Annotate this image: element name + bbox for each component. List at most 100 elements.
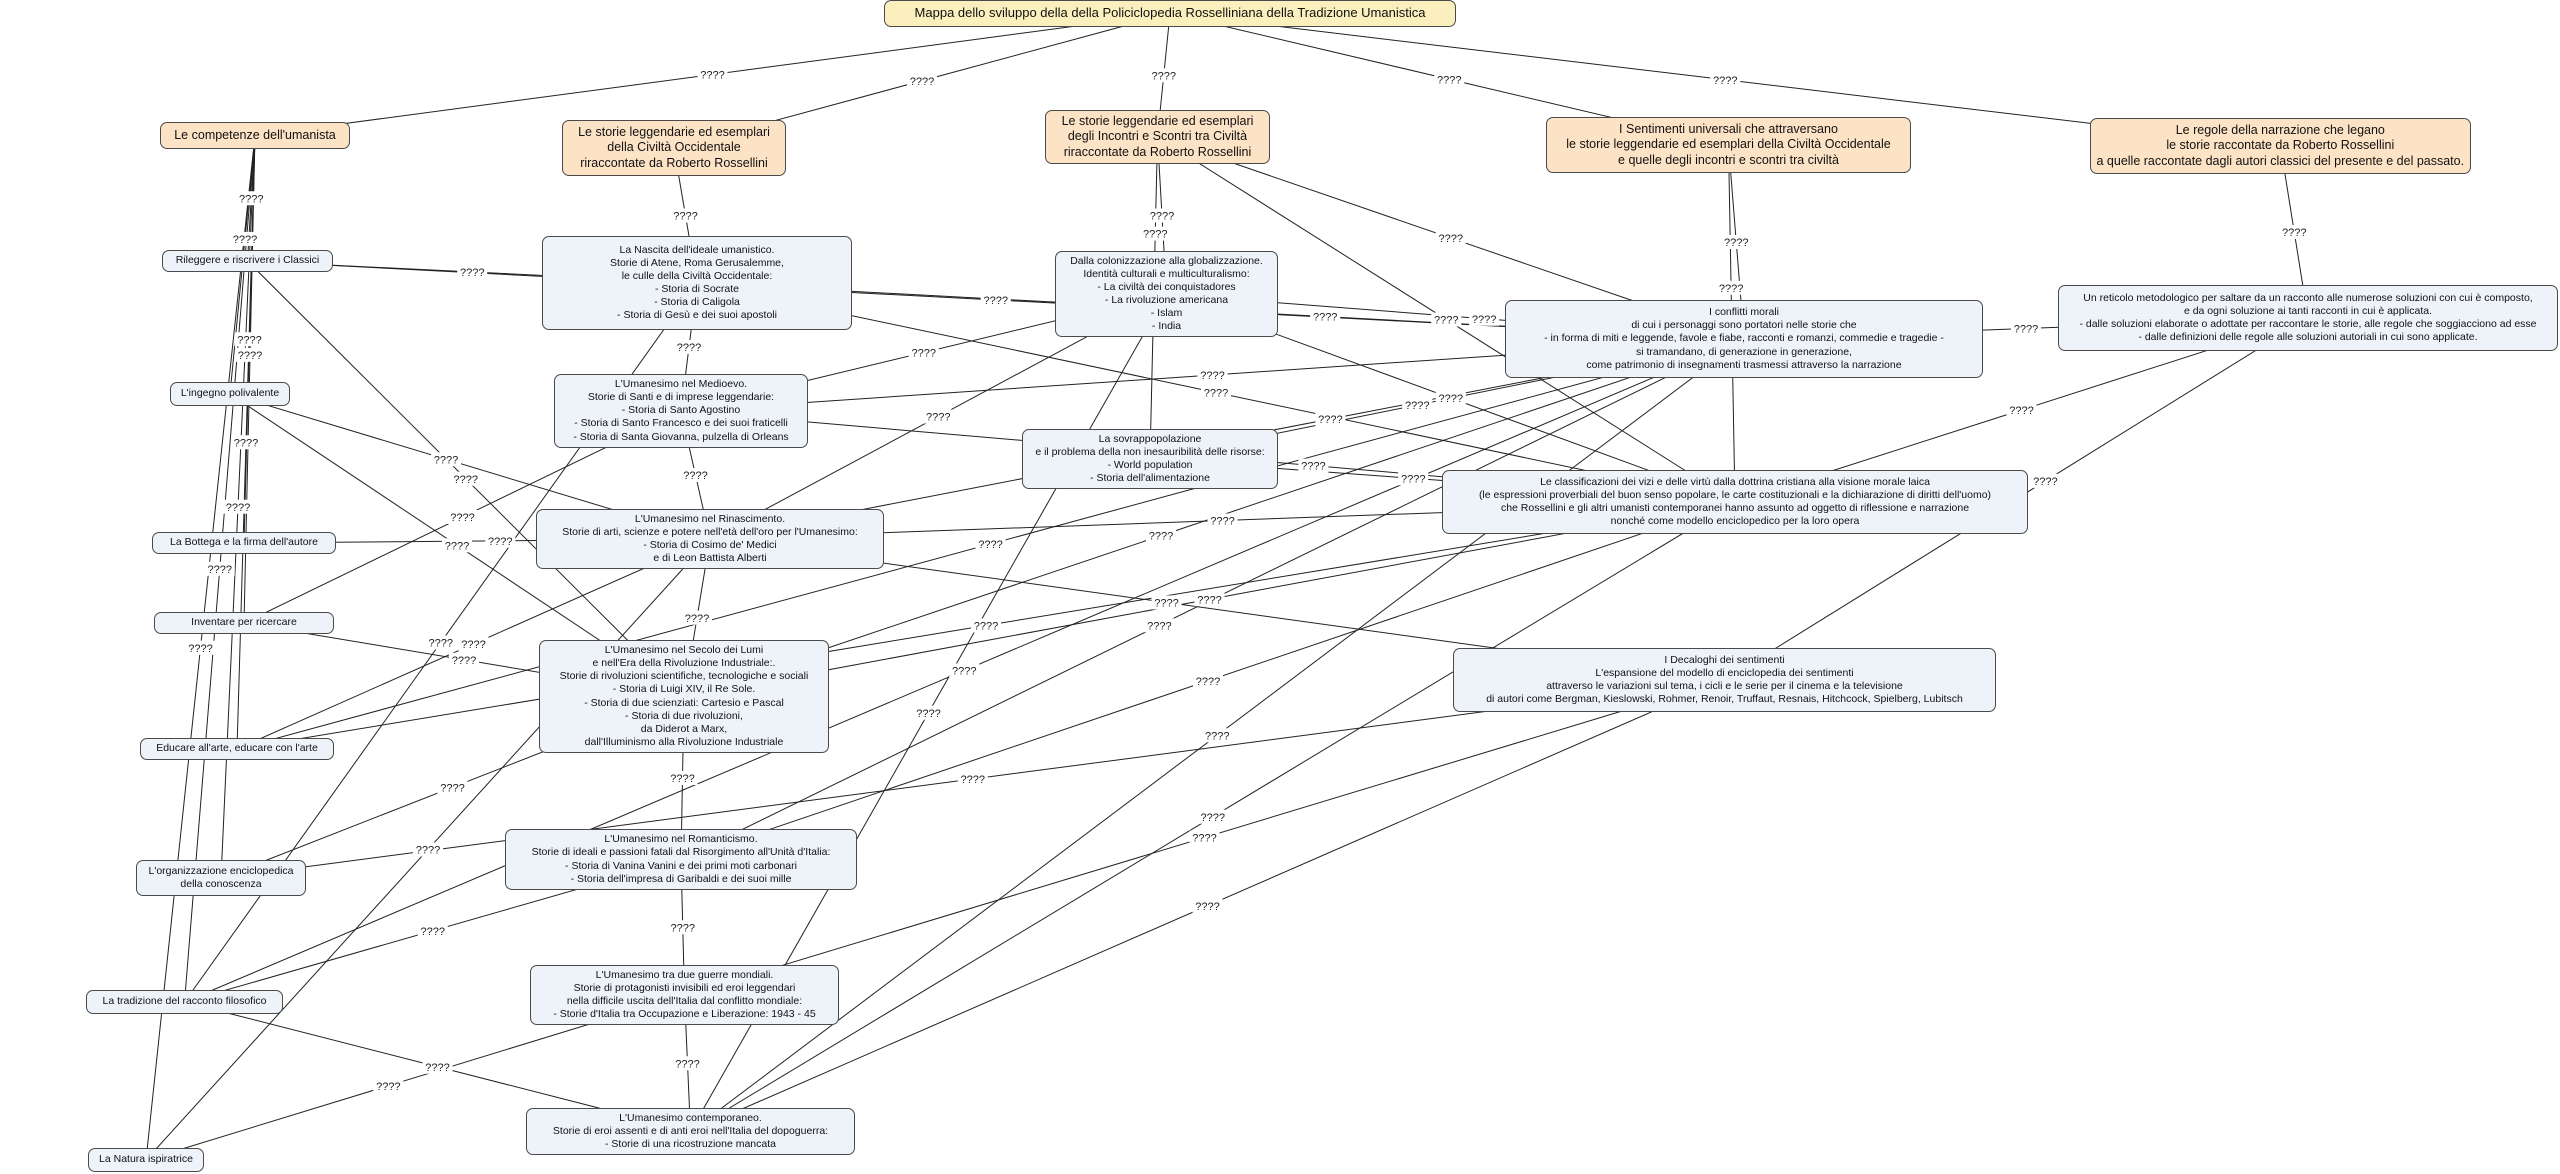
link-label[interactable]: ???? xyxy=(2033,476,2057,488)
link-label[interactable]: ???? xyxy=(1197,594,1221,606)
link-label-background xyxy=(670,208,701,223)
concept-node-lumi[interactable]: L'Umanesimo nel Secolo dei Lumi e nell'E… xyxy=(539,640,829,753)
concept-node-inventare[interactable]: Inventare per ricercare xyxy=(154,612,334,634)
concept-node-nascita[interactable]: La Nascita dell'ideale umanistico. Stori… xyxy=(542,236,852,330)
concept-node-guerre[interactable]: L'Umanesimo tra due guerre mondiali. Sto… xyxy=(530,964,839,1025)
link-label[interactable]: ???? xyxy=(208,564,232,576)
concept-node-organizz[interactable]: L'organizzazione enciclopedica della con… xyxy=(136,860,306,896)
concept-node-educare[interactable]: Educare all'arte, educare con l'arte xyxy=(140,738,334,760)
link-label[interactable]: ???? xyxy=(912,348,936,360)
concept-node-tradizione[interactable]: La tradizione del racconto filosofico xyxy=(86,990,283,1014)
link-label[interactable]: ???? xyxy=(2282,227,2306,239)
link-label[interactable]: ???? xyxy=(670,773,694,785)
link-label[interactable]: ???? xyxy=(673,211,697,223)
link-label[interactable]: ???? xyxy=(1149,531,1173,543)
link-label[interactable]: ???? xyxy=(461,639,485,651)
link-label[interactable]: ???? xyxy=(926,412,950,424)
link-label[interactable]: ???? xyxy=(1437,74,1461,86)
link-label[interactable]: ???? xyxy=(1210,516,1234,528)
link-label[interactable]: ???? xyxy=(452,655,476,667)
link-label[interactable]: ???? xyxy=(685,613,709,625)
link-label[interactable]: ???? xyxy=(1301,461,1325,473)
concept-node-root[interactable]: Mappa dello sviluppo della della Policic… xyxy=(884,0,1456,27)
concept-node-sovrapp[interactable]: La sovrappopolazione e il problema della… xyxy=(1022,428,1278,489)
link-label[interactable]: ???? xyxy=(1439,393,1463,405)
link-label[interactable]: ???? xyxy=(1439,233,1463,245)
link-label[interactable]: ???? xyxy=(450,512,474,524)
concept-node-decaloghi[interactable]: I Decaloghi dei sentimenti L'espansione … xyxy=(1453,648,1996,712)
link-label[interactable]: ???? xyxy=(1472,314,1496,326)
concept-node-colonizz[interactable]: Dalla colonizzazione alla globalizzazion… xyxy=(1055,250,1278,338)
link-label[interactable]: ???? xyxy=(440,782,464,794)
link-label[interactable]: ???? xyxy=(1201,812,1225,824)
concept-node-rinasc[interactable]: L'Umanesimo nel Rinascimento. Storie di … xyxy=(536,508,884,569)
link-label[interactable]: ???? xyxy=(239,193,263,205)
link-label[interactable]: ???? xyxy=(1192,833,1216,845)
link-label[interactable]: ???? xyxy=(974,621,998,633)
concept-node-medioevo[interactable]: L'Umanesimo nel Medioevo. Storie di Sant… xyxy=(554,374,808,448)
concept-node-bottega[interactable]: La Bottega e la firma dell'autore xyxy=(152,532,336,554)
link-label[interactable]: ???? xyxy=(1195,901,1219,913)
link-label[interactable]: ???? xyxy=(978,539,1002,551)
concept-node-civocc[interactable]: Le storie leggendarie ed esemplari della… xyxy=(562,120,786,176)
link-label[interactable]: ???? xyxy=(237,334,261,346)
link-label-background xyxy=(230,231,260,246)
link-label[interactable]: ???? xyxy=(700,70,724,82)
link-label[interactable]: ???? xyxy=(1150,211,1174,223)
link-label[interactable]: ???? xyxy=(421,926,445,938)
link-label[interactable]: ???? xyxy=(429,638,453,650)
link-label[interactable]: ???? xyxy=(984,295,1008,307)
concept-node-sentimenti[interactable]: I Sentimenti universali che attraversano… xyxy=(1546,117,1911,173)
link-label[interactable]: ???? xyxy=(416,845,440,857)
link-label[interactable]: ???? xyxy=(1196,676,1220,688)
link-label[interactable]: ???? xyxy=(1713,75,1737,87)
concept-node-comp[interactable]: Le competenze dell'umanista xyxy=(160,122,350,149)
link-label[interactable]: ???? xyxy=(1434,315,1458,327)
link-label[interactable]: ???? xyxy=(1143,229,1167,241)
concept-node-rileggere[interactable]: Rileggere e riscrivere i Classici xyxy=(162,250,333,272)
link-label[interactable]: ???? xyxy=(434,454,458,466)
link-label[interactable]: ???? xyxy=(454,474,478,486)
link-label[interactable]: ???? xyxy=(961,774,985,786)
link-label[interactable]: ???? xyxy=(683,470,707,482)
link-label[interactable]: ???? xyxy=(488,536,512,548)
link-label[interactable]: ???? xyxy=(916,708,940,720)
link-label[interactable]: ???? xyxy=(1204,388,1228,400)
concept-node-classif[interactable]: Le classificazioni dei vizi e delle virt… xyxy=(1442,470,2028,534)
link-label[interactable]: ???? xyxy=(1152,70,1176,82)
link-label[interactable]: ???? xyxy=(238,350,262,362)
link-label[interactable]: ???? xyxy=(188,643,212,655)
link-label[interactable]: ???? xyxy=(1401,473,1425,485)
link-label[interactable]: ???? xyxy=(677,342,701,354)
link-label[interactable]: ???? xyxy=(2014,324,2038,336)
link-label[interactable]: ???? xyxy=(1313,312,1337,324)
link-label[interactable]: ???? xyxy=(234,437,258,449)
concept-node-contemp[interactable]: L'Umanesimo contemporaneo. Storie di ero… xyxy=(526,1108,855,1156)
concept-node-incontri[interactable]: Le storie leggendarie ed esemplari degli… xyxy=(1045,109,1270,165)
concept-node-natura[interactable]: La Natura ispiratrice xyxy=(88,1148,204,1172)
link-label[interactable]: ???? xyxy=(1719,283,1743,295)
link-label[interactable]: ???? xyxy=(1200,370,1224,382)
link-label[interactable]: ???? xyxy=(460,267,484,279)
link-label[interactable]: ???? xyxy=(671,922,695,934)
link-label[interactable]: ???? xyxy=(1154,597,1178,609)
link-label[interactable]: ???? xyxy=(226,502,250,514)
link-label[interactable]: ???? xyxy=(1205,730,1229,742)
link-label[interactable]: ???? xyxy=(233,234,257,246)
concept-node-regole[interactable]: Le regole della narrazione che legano le… xyxy=(2089,118,2472,174)
concept-node-ingegno[interactable]: L'ingegno polivalente xyxy=(170,382,290,406)
link-label[interactable]: ???? xyxy=(425,1062,449,1074)
link-label[interactable]: ???? xyxy=(910,76,934,88)
link-label[interactable]: ???? xyxy=(675,1058,699,1070)
concept-node-conflitti[interactable]: I conflitti morali di cui i personaggi s… xyxy=(1505,300,1983,378)
concept-node-reticolo[interactable]: Un reticolo metodologico per saltare da … xyxy=(2058,285,2558,351)
link-label[interactable]: ???? xyxy=(1147,620,1171,632)
link-label[interactable]: ???? xyxy=(1318,414,1342,426)
link-label[interactable]: ???? xyxy=(952,666,976,678)
link-label[interactable]: ???? xyxy=(376,1081,400,1093)
link-label[interactable]: ???? xyxy=(1724,237,1748,249)
link-label[interactable]: ???? xyxy=(1405,400,1429,412)
link-label[interactable]: ???? xyxy=(2009,405,2033,417)
concept-node-romant[interactable]: L'Umanesimo nel Romanticismo. Storie di … xyxy=(505,829,857,890)
link-label[interactable]: ???? xyxy=(445,540,469,552)
